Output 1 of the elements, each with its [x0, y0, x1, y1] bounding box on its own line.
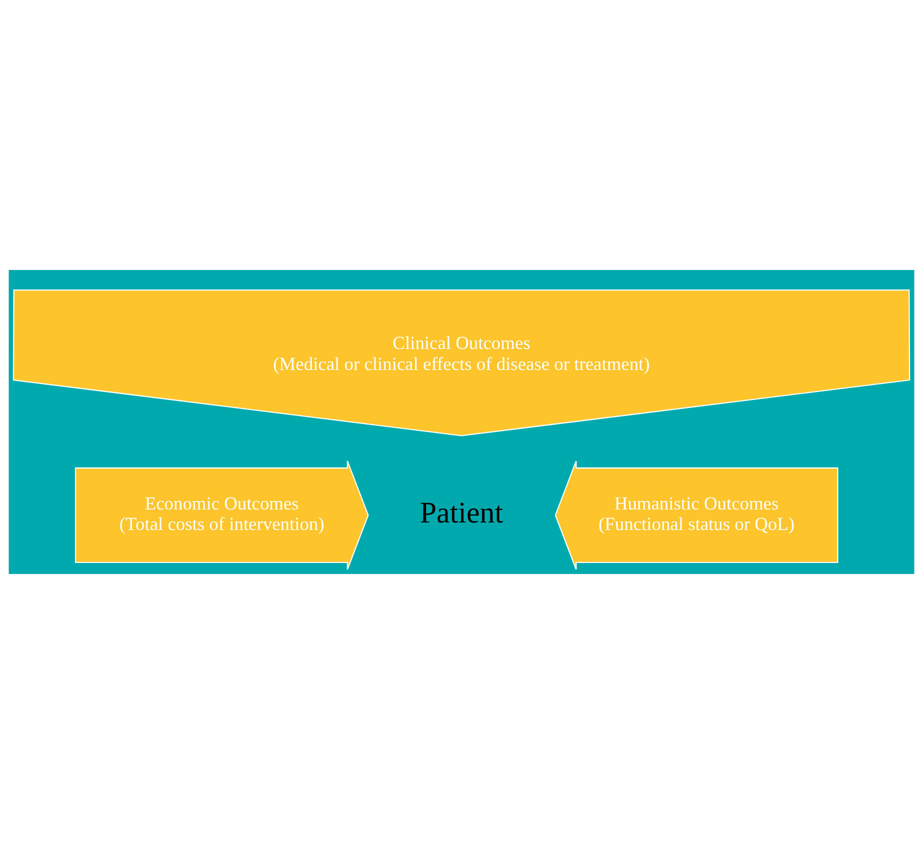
node-text: Patient [420, 496, 504, 530]
